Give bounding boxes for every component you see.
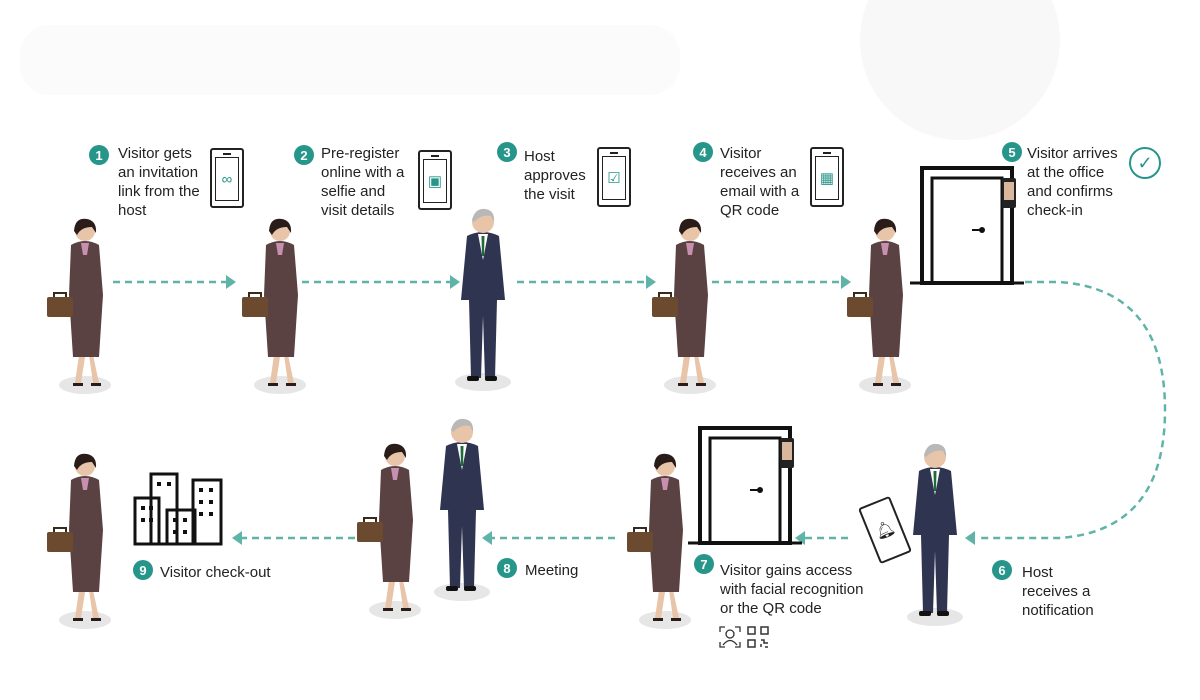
face-id-icon [719,626,741,648]
step-9-text: Visitor check-out [160,564,271,581]
host-figure-8 [434,418,490,601]
step-3-text: Host approves the visit [524,148,586,203]
door-step-5 [908,166,1026,285]
step-8-text: Meeting [525,562,579,579]
step-3-badge: 3 [497,142,517,162]
step-6-text: Host receives a notification [1022,564,1094,619]
visitor-figure-8 [356,442,422,620]
background-banner [20,25,680,95]
host-figure-6 [907,443,963,626]
qr-code-icon [747,626,769,648]
step-1-badge: 1 [89,145,109,165]
visitor-figure-5 [846,217,912,395]
step-9-badge: 9 [133,560,153,580]
step-8-badge: 8 [497,558,517,578]
building-icon [133,472,223,546]
step-1-text: Visitor gets an invitation link from the… [118,145,200,219]
step-7-badge: 7 [694,554,714,574]
step-4-badge: 4 [693,142,713,162]
step-5-badge: 5 [1002,142,1022,162]
visitor-figure-4 [651,217,717,395]
host-figure-3 [455,208,511,391]
step-2-text: Pre-register online with a selfie and vi… [321,145,405,219]
phone-checkbox-icon: ☑ [597,147,631,207]
step-5-text: Visitor arrives at the office and confir… [1027,145,1118,219]
phone-id-card-icon: ▣ [418,150,452,210]
step-7-text: Visitor gains access with facial recogni… [720,562,864,617]
step-6-badge: 6 [992,560,1012,580]
check-circle-icon: ✓ [1129,147,1161,179]
visitor-figure-1 [46,217,112,395]
phone-link-icon: ∞ [210,148,244,208]
visitor-figure-9 [46,452,112,630]
door-step-7 [686,426,804,545]
phone-qr-code-icon: ▦ [810,147,844,207]
visitor-figure-2 [241,217,307,395]
step-2-badge: 2 [294,145,314,165]
visitor-figure-7 [626,452,692,630]
step-4-text: Visitor receives an email with a QR code [720,145,800,219]
